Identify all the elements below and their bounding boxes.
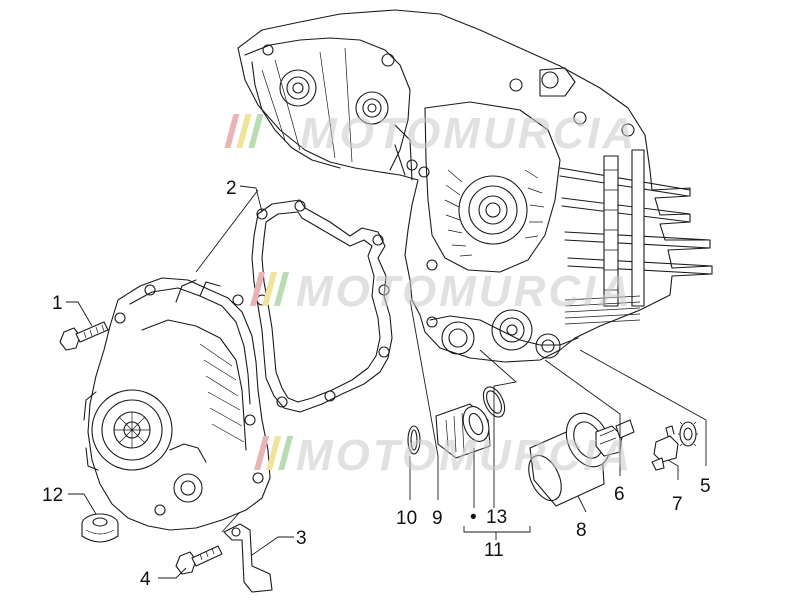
callout-3[interactable]: 3 (296, 528, 307, 549)
callout-6[interactable]: 6 (614, 484, 625, 505)
o-ring-part-13 (482, 386, 506, 418)
bracket-part-3 (223, 523, 273, 593)
crankcase-assembly (237, 9, 713, 363)
flywheel-side-cover (83, 277, 271, 531)
group-marker: • (470, 507, 477, 528)
watermark-middle: MOTOMURCIA (250, 267, 633, 316)
watermark-text: MOTOMURCIA (300, 109, 637, 158)
sensor-part-7 (651, 425, 679, 471)
callout-2[interactable]: 2 (226, 178, 237, 199)
callout-12[interactable]: 12 (42, 485, 63, 506)
bolt-part-1 (59, 321, 109, 351)
callout-labels: 1 2 3 4 5 6 7 8 9 10 11 12 • 13 (42, 178, 711, 590)
watermark-text: MOTOMURCIA (296, 267, 633, 316)
watermark-bottom: MOTOMURCIA (254, 431, 633, 480)
washer-part-5 (678, 421, 698, 447)
callout-4[interactable]: 4 (140, 569, 151, 590)
o-ring-part-10 (407, 425, 421, 455)
cover-gasket (251, 199, 393, 413)
leader-lines (66, 185, 707, 579)
callout-5[interactable]: 5 (700, 476, 711, 497)
strainer-part-9 (435, 403, 491, 459)
watermark-motomurcia: MOTOMURCIA MOTOMURCIA MOTOMURCIA (224, 109, 637, 480)
callout-11[interactable]: 11 (484, 540, 504, 561)
callout-7[interactable]: 7 (672, 494, 683, 515)
fitting-part-6 (595, 419, 635, 457)
callout-8[interactable]: 8 (576, 520, 587, 541)
callout-13[interactable]: 13 (486, 507, 507, 528)
plug-part-12 (81, 513, 119, 543)
watermark-top: MOTOMURCIA (224, 109, 637, 158)
bolt-part-4 (175, 545, 223, 575)
callout-9[interactable]: 9 (432, 508, 443, 529)
watermark-text: MOTOMURCIA (296, 431, 633, 480)
callout-1[interactable]: 1 (52, 293, 63, 314)
callout-10[interactable]: 10 (396, 508, 417, 529)
